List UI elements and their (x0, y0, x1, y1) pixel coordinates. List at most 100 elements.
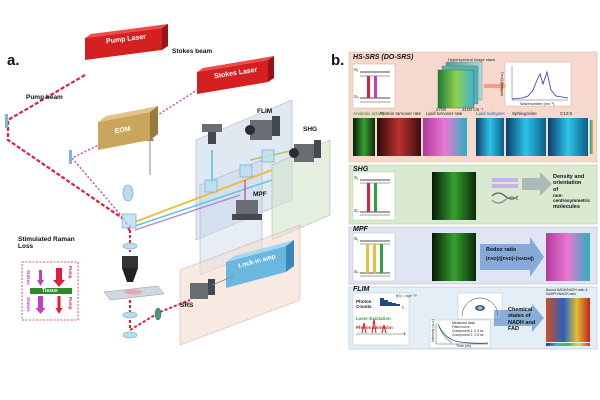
shg-callout-arrow (522, 172, 552, 196)
shg-level-s0: S₀ (354, 208, 359, 213)
shg-label: SHG (303, 126, 318, 133)
shg-callout-line-1: Density and (553, 174, 585, 180)
hs-srs-title: HS-SRS (DO-SRS) (353, 54, 414, 61)
shg-image (432, 172, 476, 220)
srl-pump-arrow-in (53, 268, 65, 287)
flim-callout-line-1: Chemical (508, 307, 533, 313)
flim-t-axis: t (404, 331, 406, 336)
flim-map-title: Bound NADH/NADH ratio & NADPH/NADH ratio (546, 288, 588, 296)
hs-tile-anabolic (353, 118, 375, 156)
hs-image-stack (437, 61, 483, 109)
srs-to-lockin (211, 275, 235, 286)
srl-pump-arrow-out (55, 296, 63, 314)
hs-tile-lipid-subtypes (476, 118, 504, 156)
panel-b-letter: b. (331, 52, 345, 69)
srs-detect-beam (129, 290, 191, 332)
eom-box (98, 106, 158, 150)
hs-spectrum-xlabel: Wavenumber (cm⁻¹) (520, 102, 555, 106)
flim-laser-excitation: Laser Excitation (356, 316, 391, 321)
shg-callout-line-4: non-centrosymmetric (553, 192, 591, 204)
flim-map (546, 298, 590, 342)
flim-map-title-line-1: Bound NADH/NADH ratio & (546, 288, 588, 292)
flim-callout-line-2: states of (508, 313, 531, 320)
hs-spectrum-box (504, 61, 572, 107)
hs-colorbar (590, 120, 593, 154)
dichroic-3 (261, 149, 275, 163)
hs-sub-sphingosine: Sphingosine (512, 111, 537, 116)
flim-histogram (352, 292, 410, 346)
emission-beam (134, 169, 273, 223)
hs-wn-right: 3100 cm⁻¹ (462, 107, 484, 112)
hs-image-caption: Hyperspectral image stack (448, 57, 496, 62)
mpf-image-2 (546, 233, 590, 281)
hs-wn-left: 2700 (436, 107, 447, 112)
flim-decay-legend: Measured data Fitted curve Component 1, … (452, 321, 484, 338)
srs-label: SRS (180, 302, 194, 309)
sample-tissue (124, 289, 142, 295)
hs-spectrum-ylabel: Intensity (a.u.) (500, 71, 504, 96)
hs-arrow-connector (484, 80, 506, 92)
dichroic-2 (239, 164, 253, 178)
srl-stokes-arrow-out (35, 296, 46, 314)
shg-title: SHG (353, 166, 369, 173)
shg-detector (289, 140, 321, 162)
srl-pump-bottom-label: Pump (68, 297, 73, 310)
srl-tissue-bar (30, 288, 72, 294)
flim-callout-arrow (494, 304, 544, 332)
emission-beam-2 (134, 179, 273, 227)
flim-legend-fitted: Fitted curve (452, 324, 470, 329)
filter-srs (154, 307, 162, 321)
shg-energy-diagram (352, 171, 396, 221)
flim-map-colorbar (546, 343, 590, 346)
lockin-amp-box (226, 240, 294, 288)
hs-tile-sphingosine (506, 118, 546, 156)
flim-photon-counts: Photon Counts (356, 299, 372, 309)
flim-decay-ylabel: Intensity (a.u.) (431, 319, 435, 342)
shg-callout-line-3: of (553, 186, 559, 193)
hs-srs-energy-diagram (352, 63, 396, 109)
flim-map-title-line-2: NADPH/NADH ratio (546, 291, 576, 296)
flim-legend-measured: Measured data (452, 321, 475, 325)
stokes-laser-box (197, 56, 274, 94)
srl-pump-label: Pump (68, 266, 73, 279)
flim-label: FLIM (257, 108, 273, 115)
hs-tile-c126 (548, 118, 588, 156)
srs-detector (190, 279, 215, 299)
lens-2 (122, 242, 138, 250)
mpf-level-s1: S₁ (354, 236, 359, 241)
hs-level-s0: S₀ (354, 94, 359, 99)
hs-tile-protein (377, 118, 421, 156)
objective-lens (122, 256, 138, 282)
shg-callout-line-2: orientation (553, 180, 582, 187)
lens-4 (122, 331, 138, 339)
mpf-callout-line-2: [FAD]/([FAD]+[NADH]) (486, 256, 534, 262)
hs-level-s1: S₁ (354, 67, 359, 72)
shg-level-s1: S₁ (354, 175, 359, 180)
flim-tau: τ (402, 305, 404, 310)
mpf-image-1 (432, 233, 476, 281)
pump-beam-label: Pump beam (26, 94, 63, 101)
mpf-energy-diagram (352, 232, 396, 282)
srl-tissue-label: Tissue (42, 288, 58, 294)
hs-tile-lipid-turnover (423, 118, 467, 156)
flim-legend-comp1: Component 1, 0.4 ns (452, 328, 484, 333)
lens-3 (122, 311, 138, 319)
stokes-beam-label: Stokes beam (172, 48, 213, 55)
flim-decay-curve (437, 323, 489, 344)
shg-callout: Density and orientation of non-centrosym… (553, 174, 597, 210)
flim-title: FLIM (353, 286, 370, 293)
beam-combiner (121, 213, 137, 229)
hs-sub-protein: Protein turnover rate (380, 111, 422, 116)
dichroic-1 (204, 179, 218, 193)
flim-detector (245, 116, 280, 140)
mirror-1 (5, 114, 8, 128)
shg-molecule-schematic (491, 178, 519, 204)
flim-formula: f(t) = α₀e⁻ᵗ/ᵗ (396, 293, 417, 298)
mpf-level-s0: S₀ (354, 269, 359, 274)
mpf-callout: Redox ratio [FAD]/([FAD]+[NADH]) (486, 247, 534, 262)
srl-stokes-arrow-in (37, 270, 44, 286)
flim-photon-emission: Photon Emission (356, 325, 393, 330)
lens-1 (122, 184, 134, 202)
mirror-2 (69, 150, 72, 164)
